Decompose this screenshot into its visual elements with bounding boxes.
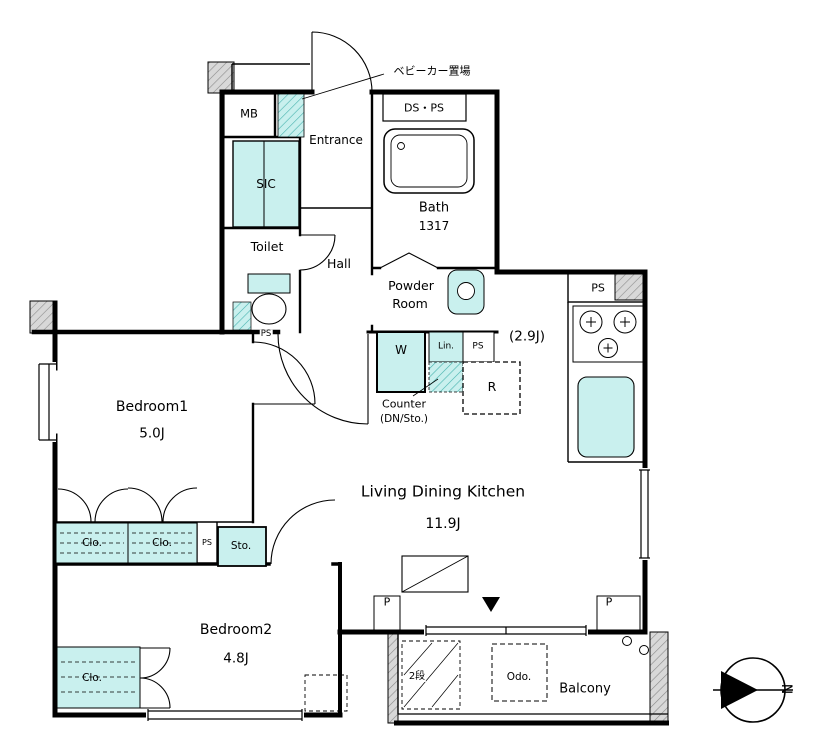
- label-bath-size: 1317: [418, 219, 450, 233]
- closet-door-swings: [57, 487, 198, 523]
- label-powder-line1: Powder: [388, 277, 434, 293]
- drain-circles: [622, 636, 649, 655]
- label-pillar-right: P: [605, 595, 613, 609]
- label-kitchen-size: (2.9J): [509, 328, 545, 345]
- balcony-sliding-window: [425, 625, 587, 636]
- meter-box: [223, 93, 276, 138]
- doors: [57, 31, 439, 709]
- label-counter-line1: Counter: [382, 397, 426, 411]
- balcony-railing: [394, 713, 669, 726]
- label-ps-closet: PS: [202, 538, 212, 547]
- windows: [33, 362, 652, 722]
- pillar-right-box: [596, 595, 641, 633]
- label-closet-2: Clo.: [152, 536, 172, 549]
- label-ps-toilet: PS: [259, 328, 273, 339]
- label-bedroom1-size: 5.0J: [139, 425, 165, 442]
- label-toilet: Toilet: [250, 238, 284, 254]
- linen-cabinet: [428, 331, 464, 363]
- label-storage: Sto.: [230, 539, 252, 552]
- powder-sink-icon: [447, 269, 485, 315]
- compass-icon: [713, 657, 793, 723]
- dashed-area-bedroom2: [304, 674, 348, 712]
- sic-cabinet: [232, 140, 300, 228]
- label-sic: SIC: [256, 177, 276, 191]
- label-bath: Bath: [418, 200, 450, 216]
- label-closet-1: Clo.: [82, 536, 102, 549]
- stove-icon: [572, 305, 644, 363]
- label-counter-line2: (DN/Sto.): [379, 412, 429, 425]
- label-mb: MB: [240, 106, 258, 121]
- label-ldk: Living Dining Kitchen: [360, 482, 526, 501]
- label-ldk-size: 11.9J: [425, 516, 461, 532]
- stroller-area-box: [277, 93, 305, 138]
- closet-2-box: [127, 522, 198, 564]
- closet-3-box: [56, 646, 141, 709]
- stroller-note: ベビーカー置場: [393, 64, 471, 78]
- bathtub-icon: [383, 128, 475, 194]
- label-closet-3: Clo.: [82, 671, 102, 684]
- washer-pan: [376, 331, 426, 393]
- ds-ps-box: [382, 93, 467, 122]
- north-label: N: [778, 683, 794, 695]
- stroller-leader-line: [301, 73, 385, 100]
- label-two-tier: 2段: [407, 671, 427, 682]
- label-hall: Hall: [326, 255, 352, 271]
- toilet-door-swing: [299, 234, 336, 271]
- ps-shaft-box: [462, 331, 495, 363]
- counter-leader-line: [412, 378, 439, 397]
- bedroom1-window: [38, 363, 56, 441]
- dining-table-icon: [401, 555, 469, 593]
- hall-door-swing: [277, 333, 369, 425]
- bedroom2-window: [147, 709, 303, 721]
- label-pillar-left: P: [383, 595, 391, 609]
- toilet-icon: [232, 273, 291, 331]
- label-entrance: Entrance: [309, 133, 363, 147]
- structural-hatch-columns: [29, 61, 669, 724]
- closet3-door-swings: [139, 647, 171, 709]
- entrance-door-swing: [311, 31, 373, 93]
- thin-walls: [55, 63, 646, 714]
- label-linen: Lin.: [437, 341, 455, 352]
- label-bedroom2-size: 4.8J: [223, 650, 249, 667]
- label-ds-ps: DS・PS: [403, 101, 445, 115]
- label-washer: W: [395, 343, 407, 357]
- storage-box: [217, 526, 267, 567]
- refrigerator-space: [462, 361, 521, 415]
- two-tier-rack-box: [401, 640, 461, 710]
- label-ps-kitchen: PS: [591, 281, 605, 295]
- kitchen-sink-icon: [577, 376, 635, 458]
- label-bedroom1: Bedroom1: [115, 399, 189, 415]
- fixtures: [55, 73, 649, 712]
- bath-folding-door: [379, 252, 439, 269]
- counter-hatch: [428, 361, 464, 393]
- pillar-left-box: [373, 595, 401, 633]
- label-refrigerator: R: [487, 378, 497, 394]
- closet-1-box: [55, 522, 129, 564]
- bedroom2-door-swing: [270, 499, 336, 565]
- outdoor-unit-box: [491, 643, 548, 702]
- label-bedroom2: Bedroom2: [199, 622, 273, 638]
- ps-kitchen-box: [567, 271, 646, 303]
- balcony-entry-marker: [482, 597, 500, 612]
- bedroom1-door-swing: [252, 341, 316, 405]
- kitchen-side-window: [639, 469, 650, 559]
- label-balcony: Balcony: [559, 681, 611, 697]
- label-ps-mid: PS: [472, 341, 484, 352]
- label-outdoor-unit: Odo.: [505, 670, 533, 683]
- label-powder-line2: Room: [392, 295, 428, 311]
